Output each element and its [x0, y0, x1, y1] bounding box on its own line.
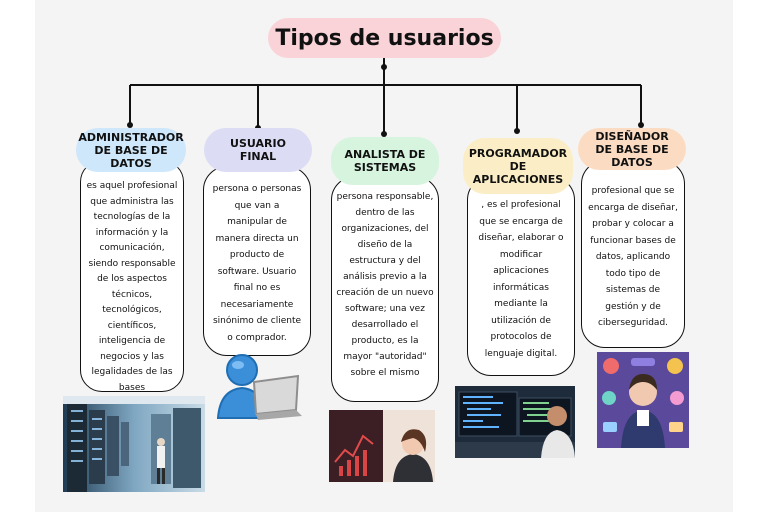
text-programador: , es el profesional que se encarga de di… [467, 176, 575, 376]
heading-analista: ANALISTA DE SISTEMAS [331, 137, 439, 185]
server-room-photo [63, 396, 205, 492]
database-designer-illustration [597, 352, 689, 448]
heading-usuario-final-label: USUARIO FINAL [230, 137, 286, 163]
text-analista: persona responsable, dentro de las organ… [331, 176, 439, 402]
text-disenador-bd: profesional que se encarga de diseñar, p… [581, 160, 685, 348]
heading-disenador-bd: DISEÑADOR DE BASE DE DATOS [578, 128, 686, 170]
heading-admin-bd-label: ADMINISTRADOR DE BASE DE DATOS [78, 130, 184, 170]
heading-programador: PROGRAMADOR DE APLICACIONES [463, 138, 573, 194]
heading-usuario-final: USUARIO FINAL [204, 128, 312, 172]
text-usuario-final: persona o personas que van a manipular d… [203, 166, 311, 356]
heading-admin-bd: ADMINISTRADOR DE BASE DE DATOS [76, 128, 186, 172]
analyst-photo [329, 410, 435, 482]
heading-disenador-bd-label: DISEÑADOR DE BASE DE DATOS [595, 129, 669, 169]
diagram-title: Tipos de usuarios [268, 18, 501, 58]
programmer-photo [455, 386, 575, 458]
text-admin-bd: es aquel profesional que administra las … [80, 160, 184, 392]
user-laptop-icon [212, 352, 304, 424]
heading-programador-label: PROGRAMADOR DE APLICACIONES [468, 146, 568, 186]
heading-analista-label: ANALISTA DE SISTEMAS [344, 148, 426, 174]
